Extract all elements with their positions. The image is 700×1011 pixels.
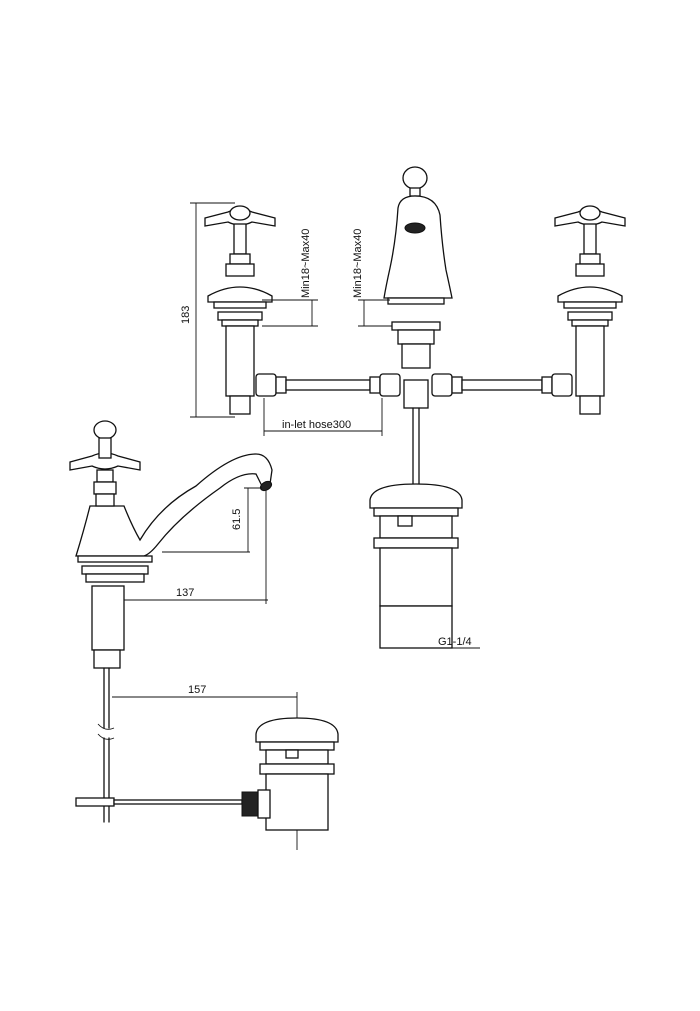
dim-text-min-max-right: Min18~Max40 [352, 229, 364, 298]
dim-text-min-max-left: Min18~Max40 [300, 229, 312, 298]
dim-text-waste-reach: 157 [188, 684, 206, 696]
dimension-spout-reach: 137 [124, 490, 268, 604]
dimension-min-max-left: Min18~Max40 [262, 229, 318, 327]
dim-text-183: 183 [180, 306, 192, 324]
dim-text-spout-reach: 137 [176, 587, 194, 599]
monobloc-mixer [69, 420, 273, 823]
left-cross-handle-valve [204, 205, 276, 415]
dimension-183: 183 [180, 202, 235, 418]
dim-text-inlet-hose: in-let hose300 [282, 419, 351, 431]
dimension-spout-height: 61.5 [162, 487, 262, 553]
right-cross-handle-valve [554, 205, 626, 415]
dimension-min-max-right: Min18~Max40 [352, 229, 392, 327]
dim-text-spout-height: 61.5 [231, 509, 243, 530]
dimension-inlet-hose: in-let hose300 [263, 398, 383, 436]
center-spout [383, 166, 453, 485]
dim-text-drain-thread: G1-1/4 [438, 636, 472, 648]
pop-up-waste-bottom [241, 717, 339, 850]
dimension-waste-reach: 157 [112, 684, 298, 718]
inlet-hoses [255, 373, 573, 397]
pop-up-waste-top [369, 483, 463, 649]
dimension-drain-thread: G1-1/4 [438, 636, 480, 649]
